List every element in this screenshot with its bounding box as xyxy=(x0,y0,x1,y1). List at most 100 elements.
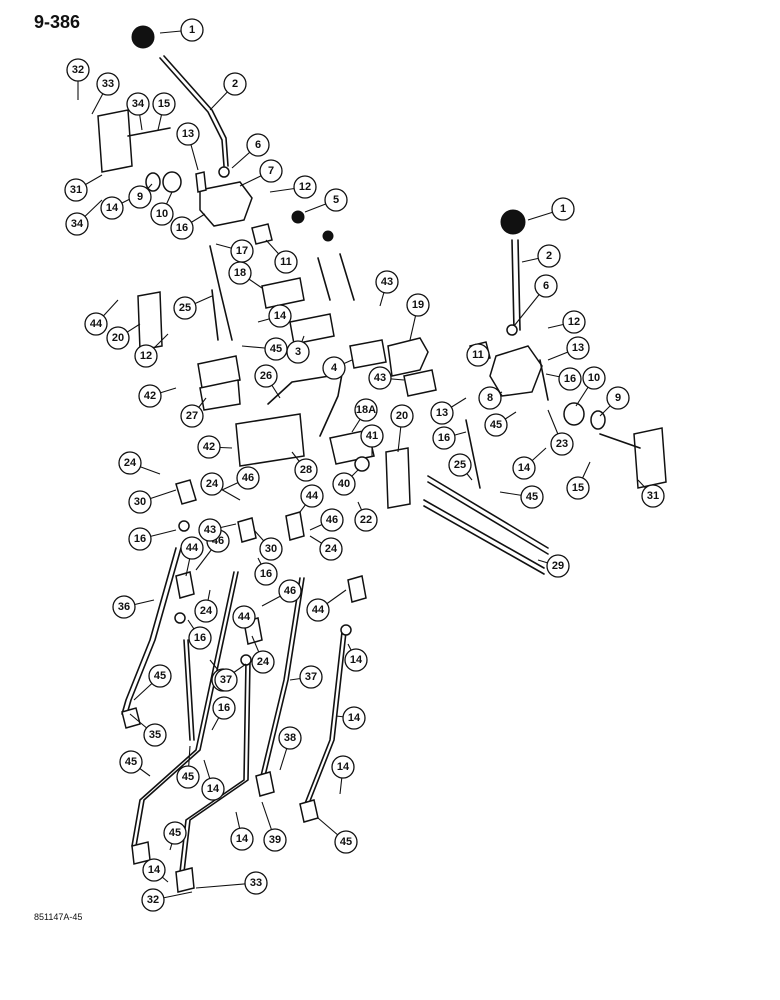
callout-36: 36 xyxy=(112,595,136,619)
callout-33: 33 xyxy=(244,871,268,895)
callout-14: 14 xyxy=(344,648,368,672)
clevis-44-d xyxy=(347,575,367,603)
callout-number: 15 xyxy=(158,98,170,110)
left-mount-plate xyxy=(97,109,133,173)
callout-30: 30 xyxy=(259,537,283,561)
callout-number: 16 xyxy=(438,432,450,444)
callout-number: 16 xyxy=(176,222,188,234)
callout-circle xyxy=(259,159,283,183)
callout-45: 45 xyxy=(148,664,172,688)
callout-24: 24 xyxy=(319,537,343,561)
callout-circle xyxy=(360,424,384,448)
callout-43: 43 xyxy=(375,270,399,294)
callout-45: 45 xyxy=(163,821,187,845)
callout-number: 31 xyxy=(70,184,82,196)
callout-16: 16 xyxy=(558,367,582,391)
nut-16-a xyxy=(178,520,190,532)
callout-circle xyxy=(232,605,256,629)
callout-number: 16 xyxy=(218,702,230,714)
callout-40: 40 xyxy=(332,472,356,496)
rod-36 xyxy=(121,547,182,715)
clevis-end-35 xyxy=(255,771,275,797)
callout-number: 44 xyxy=(90,318,103,330)
callout-14: 14 xyxy=(342,706,366,730)
callout-number: 24 xyxy=(206,478,219,490)
callout-14: 14 xyxy=(331,755,355,779)
callout-31: 31 xyxy=(641,484,665,508)
left-lever-housing xyxy=(199,181,253,227)
callout-number: 3 xyxy=(295,346,301,358)
callout-circle xyxy=(134,344,158,368)
callout-number: 2 xyxy=(546,250,552,262)
callout-circle xyxy=(319,537,343,561)
left-ball-lower xyxy=(322,230,334,242)
callout-number: 14 xyxy=(337,761,350,773)
callout-46: 46 xyxy=(278,579,302,603)
callout-12: 12 xyxy=(562,310,586,334)
clevis-end-39 xyxy=(175,867,195,893)
callout-number: 20 xyxy=(396,410,408,422)
callout-number: 37 xyxy=(220,674,232,686)
callout-number: 32 xyxy=(147,894,159,906)
callout-number: 25 xyxy=(454,459,466,471)
callout-44: 44 xyxy=(180,536,204,560)
callout-2: 2 xyxy=(223,72,247,96)
nut-16-c xyxy=(240,654,252,666)
callout-circle xyxy=(200,472,224,496)
callout-25: 25 xyxy=(448,453,472,477)
callout-11: 11 xyxy=(274,250,298,274)
callout-14: 14 xyxy=(512,456,536,480)
nut-16-b xyxy=(174,612,186,624)
figure-code: 851147A-45 xyxy=(34,912,83,922)
callout-19: 19 xyxy=(406,293,430,317)
left-bracket-20 xyxy=(137,291,163,351)
callout-circle xyxy=(520,485,544,509)
callout-number: 45 xyxy=(125,756,137,768)
callout-circle xyxy=(246,133,270,157)
callout-number: 14 xyxy=(148,864,161,876)
callout-circle xyxy=(180,536,204,560)
callout-number: 14 xyxy=(348,712,361,724)
callout-44: 44 xyxy=(84,312,108,336)
right-pivot-shaft xyxy=(599,433,641,449)
callout-circle xyxy=(66,58,90,82)
callout-45: 45 xyxy=(520,485,544,509)
left-lever-assembly xyxy=(97,25,334,341)
callout-42: 42 xyxy=(138,384,162,408)
callout-circle xyxy=(180,18,204,42)
clevis-30-lower xyxy=(237,517,257,543)
callout-37: 37 xyxy=(214,668,238,692)
callout-24: 24 xyxy=(194,599,218,623)
right-lever-housing xyxy=(489,345,543,397)
callout-18: 18 xyxy=(228,261,252,285)
rod-38 xyxy=(131,571,239,847)
callout-circle xyxy=(65,212,89,236)
callout-12: 12 xyxy=(134,344,158,368)
callout-circle xyxy=(293,175,317,199)
callout-circle xyxy=(228,261,252,285)
callout-number: 25 xyxy=(179,302,191,314)
callout-31: 31 xyxy=(64,178,88,202)
callout-circle xyxy=(537,244,561,268)
callout-number: 24 xyxy=(200,605,213,617)
callout-10: 10 xyxy=(150,202,174,226)
callout-circle xyxy=(512,456,536,480)
callout-circle xyxy=(294,458,318,482)
callout-number: 43 xyxy=(381,276,393,288)
right-mount-plate xyxy=(633,427,667,489)
clevis-44-b xyxy=(175,571,195,599)
callout-number: 43 xyxy=(374,372,386,384)
callout-circle xyxy=(606,386,630,410)
callout-45: 45 xyxy=(264,337,288,361)
callout-number: 44 xyxy=(186,542,199,554)
callout-20: 20 xyxy=(390,404,414,428)
callout-20: 20 xyxy=(106,326,130,350)
callout-number: 44 xyxy=(238,611,251,623)
callout-number: 40 xyxy=(338,478,350,490)
callout-circle xyxy=(354,398,378,422)
callout-1: 1 xyxy=(180,18,204,42)
callout-number: 28 xyxy=(300,464,312,476)
callout-46: 46 xyxy=(320,508,344,532)
callout-14: 14 xyxy=(100,196,124,220)
